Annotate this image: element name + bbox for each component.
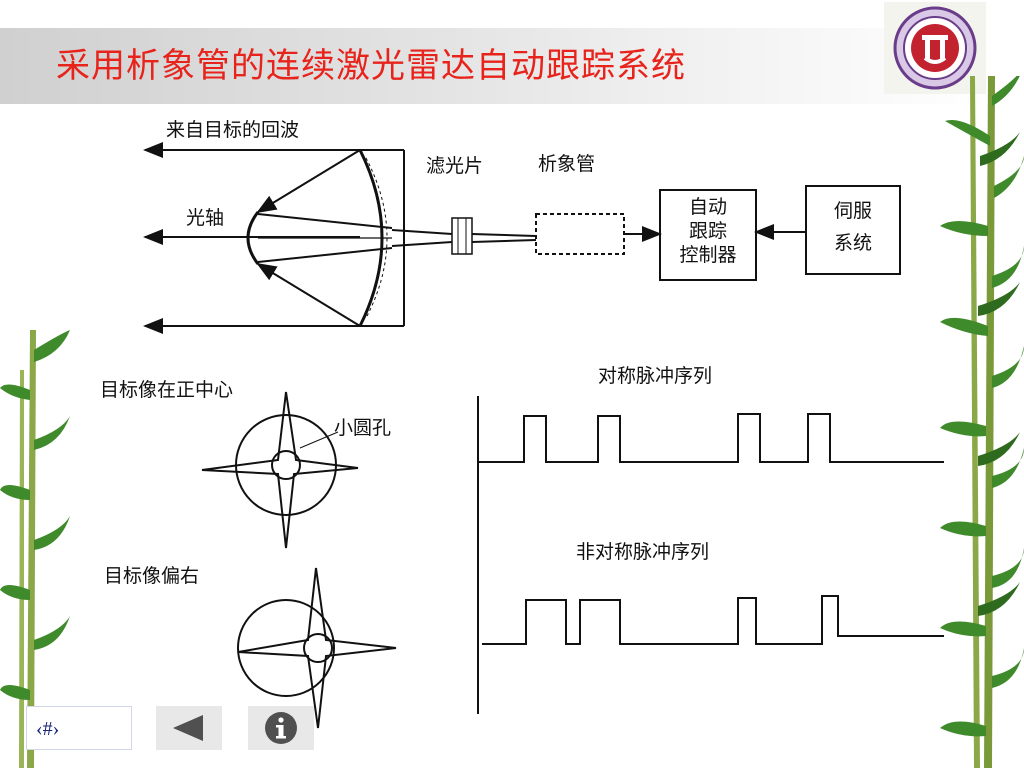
optical-axis-label: 光轴 [186, 207, 225, 229]
centered-target-image [201, 391, 359, 549]
echo-label: 来自目标的回波 [166, 119, 300, 141]
bamboo-decoration-right [940, 76, 1024, 768]
symmetric-pulse-label: 对称脉冲序列 [598, 365, 713, 387]
info-icon [265, 712, 297, 744]
servo-box [805, 185, 901, 275]
offset-image-label: 目标像偏右 [104, 565, 200, 587]
university-seal-icon [884, 2, 986, 94]
aperture-label: 小圆孔 [334, 417, 392, 439]
asymmetric-pulse-train [482, 595, 944, 645]
image-dissector-tube [535, 213, 625, 255]
previous-slide-button[interactable] [156, 706, 222, 750]
secondary-mirror [246, 211, 260, 265]
image-dissector-label: 析象管 [538, 153, 596, 175]
bamboo-decoration-left [0, 330, 70, 768]
symmetric-pulse-train [478, 413, 944, 463]
offset-target-image [237, 567, 397, 729]
optical-filter [451, 217, 473, 255]
triangle-left-icon [173, 715, 203, 741]
tracker-controller-label: 自动 跟踪 控制器 [679, 196, 737, 266]
slide-number-box [26, 706, 132, 750]
title-bar [0, 28, 990, 104]
centered-image-label: 目标像在正中心 [100, 379, 234, 401]
filter-label: 滤光片 [426, 155, 484, 177]
slide-number: ‹#› [36, 718, 60, 740]
servo-label: 伺服 系统 [833, 200, 872, 254]
info-button[interactable] [248, 706, 314, 750]
slide-title: 采用析象管的连续激光雷达自动跟踪系统 [56, 46, 686, 86]
asymmetric-pulse-label: 非对称脉冲序列 [576, 541, 710, 563]
